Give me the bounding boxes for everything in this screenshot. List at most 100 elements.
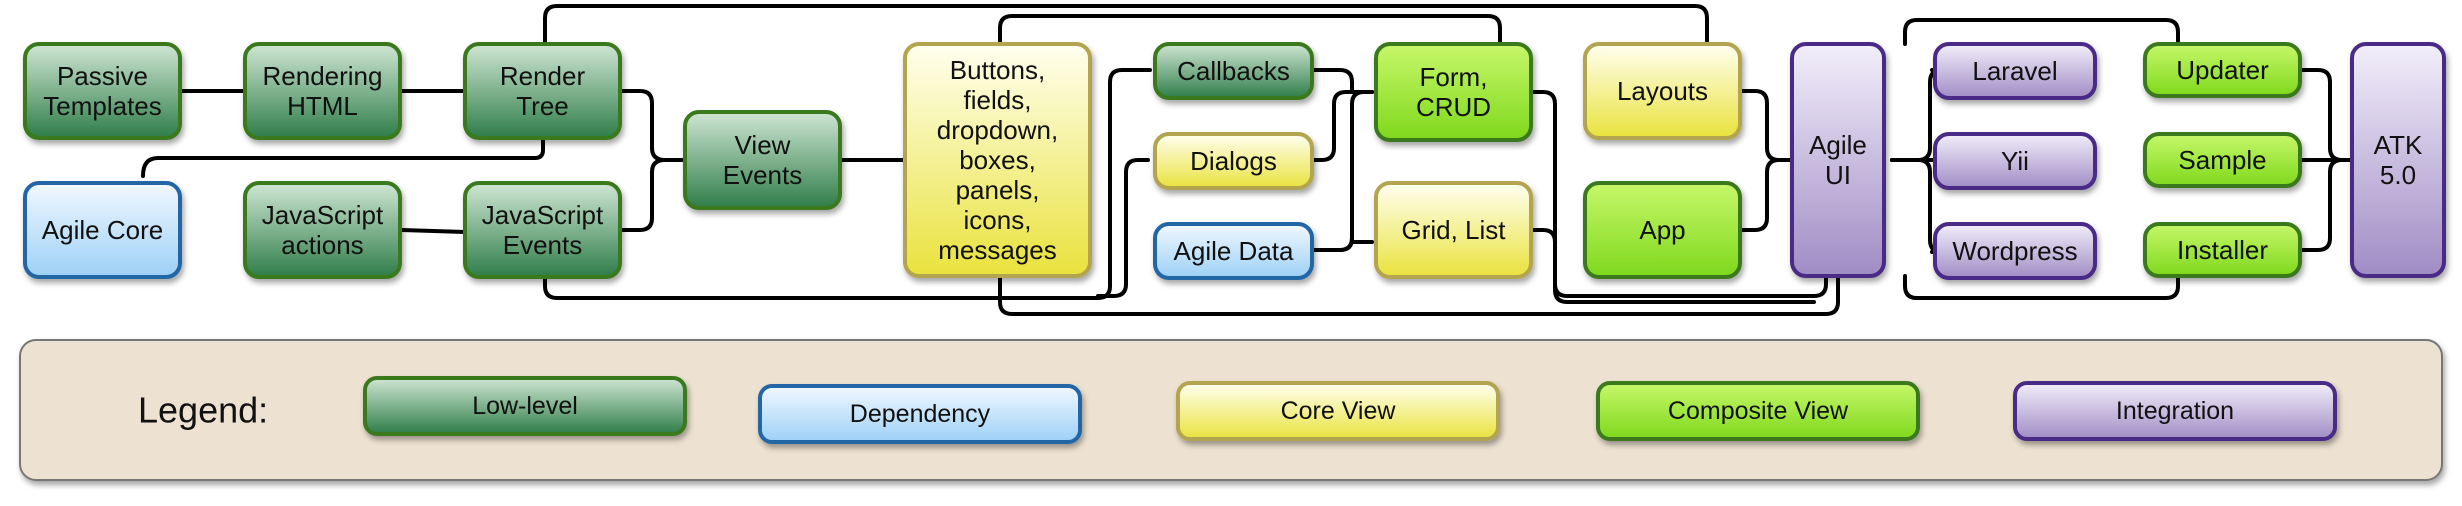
node-label-line: Laravel: [1972, 56, 2057, 86]
node-callbacks: Callbacks: [1153, 42, 1314, 100]
node-label-line: Form,: [1420, 62, 1488, 92]
node-agile-core: Agile Core: [23, 181, 182, 279]
legend: Legend: Low-level Dependency Core View C…: [19, 339, 2443, 481]
legend-item-dependency: Dependency: [758, 384, 1082, 444]
node-yii: Yii: [1933, 132, 2097, 190]
edge-js-events-to-view-events: [618, 158, 687, 232]
node-label-line: App: [1639, 215, 1685, 245]
node-label-line: Sample: [2178, 145, 2266, 175]
legend-item-composite-view: Composite View: [1596, 381, 1920, 441]
node-label-line: Render: [500, 61, 586, 91]
svg-text:Dependency: Dependency: [850, 400, 991, 428]
node-label-line: Updater: [2176, 55, 2269, 85]
svg-text:Agile Core: Agile Core: [42, 215, 163, 245]
node-label-line: Agile: [1809, 130, 1867, 160]
svg-text:Low-level: Low-level: [472, 392, 578, 420]
node-label-line: Rendering: [263, 61, 383, 91]
edge-render-tree-to-layouts: [543, 4, 1709, 46]
legend-item-low-level: Low-level: [363, 376, 687, 436]
node-label-line: boxes,: [959, 145, 1036, 175]
node-wordpress: Wordpress: [1933, 222, 2097, 280]
node-label-line: Tree: [516, 91, 569, 121]
edge-form-to-agile-ui: [1529, 90, 1828, 298]
node-label-line: fields,: [964, 85, 1032, 115]
svg-text:Yii: Yii: [2001, 146, 2029, 176]
node-label-line: Callbacks: [1177, 56, 1290, 86]
node-sample: Sample: [2143, 132, 2302, 188]
node-label-line: Dialogs: [1190, 146, 1277, 176]
svg-text:Installer: Installer: [2177, 235, 2268, 265]
node-label-line: UI: [1825, 160, 1851, 190]
svg-text:Layouts: Layouts: [1617, 76, 1708, 106]
node-label-line: dropdown,: [937, 115, 1058, 145]
svg-text:Core View: Core View: [1281, 397, 1397, 425]
edge-updater-to-atk: [2298, 68, 2354, 162]
node-label-line: Agile Core: [42, 215, 163, 245]
edge-app-to-agile-ui: [1738, 158, 1794, 232]
svg-text:App: App: [1639, 215, 1685, 245]
node-label-line: icons,: [964, 205, 1032, 235]
svg-text:Form,CRUD: Form,CRUD: [1416, 62, 1491, 122]
node-laravel: Laravel: [1933, 42, 2097, 100]
node-label-line: actions: [281, 230, 363, 260]
node-label-line: Buttons,: [950, 55, 1045, 85]
node-grid-list: Grid, List: [1374, 181, 1533, 279]
node-agile-data: Agile Data: [1153, 222, 1314, 280]
node-label-line: ATK: [2374, 130, 2423, 160]
node-label-line: Events: [723, 160, 803, 190]
node-label-line: Templates: [43, 91, 162, 121]
edge-dialogs-to-agile-core-layer: [1096, 158, 1150, 298]
edge-render-tree-to-view-events: [618, 89, 687, 162]
node-label-line: Installer: [2177, 235, 2268, 265]
node-label-line: Wordpress: [1952, 236, 2077, 266]
node-label-line: CRUD: [1416, 92, 1491, 122]
node-dialogs: Dialogs: [1153, 132, 1314, 190]
node-label-line: View: [735, 130, 791, 160]
edge-buttons-to-form: [998, 14, 1502, 46]
edge-buttons-to-agile-ui: [998, 274, 1840, 316]
svg-text:Sample: Sample: [2178, 145, 2266, 175]
svg-text:Grid, List: Grid, List: [1401, 215, 1506, 245]
edge-layouts-to-agile-ui: [1738, 89, 1794, 162]
node-label-line: 5.0: [2380, 160, 2416, 190]
edge-actions-to-js-events: [400, 228, 467, 234]
node-label-line: messages: [938, 235, 1057, 265]
legend-item-core-view: Core View: [1176, 381, 1500, 441]
node-app: App: [1583, 181, 1742, 279]
edge-installer-to-atk: [2298, 158, 2354, 252]
node-label-line: Layouts: [1617, 76, 1708, 106]
node-updater: Updater: [2143, 42, 2302, 98]
node-label-line: Events: [503, 230, 583, 260]
svg-text:Buttons,fields,dropdown,boxes,: Buttons,fields,dropdown,boxes,panels,ico…: [937, 55, 1058, 265]
edge-grid-to-agile-ui: [1529, 228, 1816, 304]
legend-title: Legend:: [138, 390, 268, 431]
node-form-crud: Form,CRUD: [1374, 42, 1533, 142]
node-label-line: panels,: [956, 175, 1040, 205]
node-label-line: Grid, List: [1401, 215, 1506, 245]
node-layouts: Layouts: [1583, 42, 1742, 140]
edge-agile-ui-to-updater: [1903, 18, 2180, 46]
svg-text:Composite View: Composite View: [1668, 397, 1849, 425]
node-buttons-fields: Buttons,fields,dropdown,boxes,panels,ico…: [903, 42, 1092, 278]
node-installer: Installer: [2143, 222, 2302, 278]
node-label-line: Yii: [2001, 146, 2029, 176]
svg-text:Wordpress: Wordpress: [1952, 236, 2077, 266]
svg-text:Callbacks: Callbacks: [1177, 56, 1290, 86]
edge-agile-data-to-grid: [1310, 236, 1374, 252]
node-label-line: Passive: [57, 61, 148, 91]
